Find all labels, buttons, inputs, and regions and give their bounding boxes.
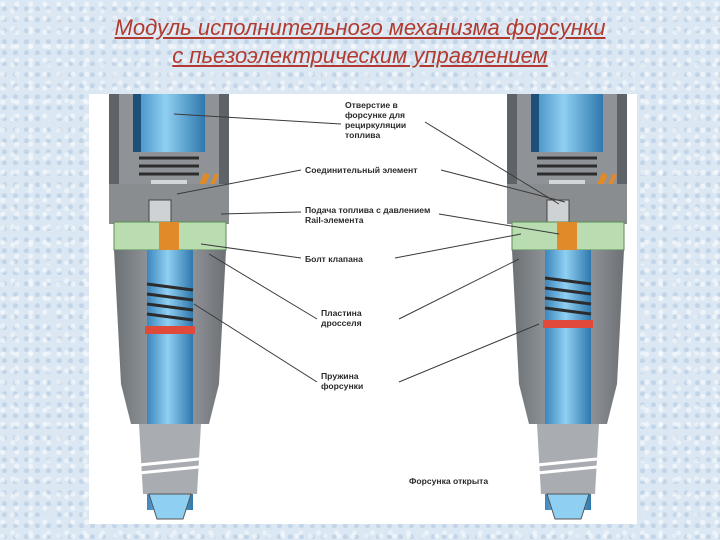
injector-closed bbox=[109, 94, 229, 520]
label-recirculation: Отверстие в форсунке для рециркуляции то… bbox=[345, 100, 409, 140]
upper-spring-left bbox=[139, 156, 199, 176]
nozzle-spring-right bbox=[544, 276, 592, 316]
label-coupling-element: Соединительный элемент bbox=[305, 165, 417, 175]
label-throttle-plate: Пластина дросселя bbox=[321, 308, 364, 328]
injector-diagram: Отверстие в форсунке для рециркуляции то… bbox=[109, 94, 627, 520]
piezo-actuator-right bbox=[531, 94, 603, 152]
injector-open bbox=[507, 94, 627, 520]
nozzle-spring-left bbox=[146, 282, 194, 322]
label-nozzle-open: Форсунка открыта bbox=[409, 476, 488, 486]
title-line-2: с пьезоэлектрическим управлением bbox=[172, 43, 548, 68]
diagram-panel: Отверстие в форсунке для рециркуляции то… bbox=[89, 94, 637, 524]
title-line-1: Модуль исполнительного механизма форсунк… bbox=[114, 15, 606, 40]
upper-spring-right bbox=[537, 156, 597, 176]
ring-right bbox=[543, 320, 593, 328]
label-rail-supply: Подача топлива с давлением Rail-элемента bbox=[305, 205, 433, 225]
label-nozzle-spring: Пружина форсунки bbox=[321, 371, 363, 391]
label-valve-bolt: Болт клапана bbox=[305, 254, 363, 264]
ring-left bbox=[145, 326, 195, 334]
page-title: Модуль исполнительного механизма форсунк… bbox=[0, 14, 720, 70]
leader-lines bbox=[173, 113, 566, 383]
piezo-actuator-left bbox=[133, 94, 205, 152]
